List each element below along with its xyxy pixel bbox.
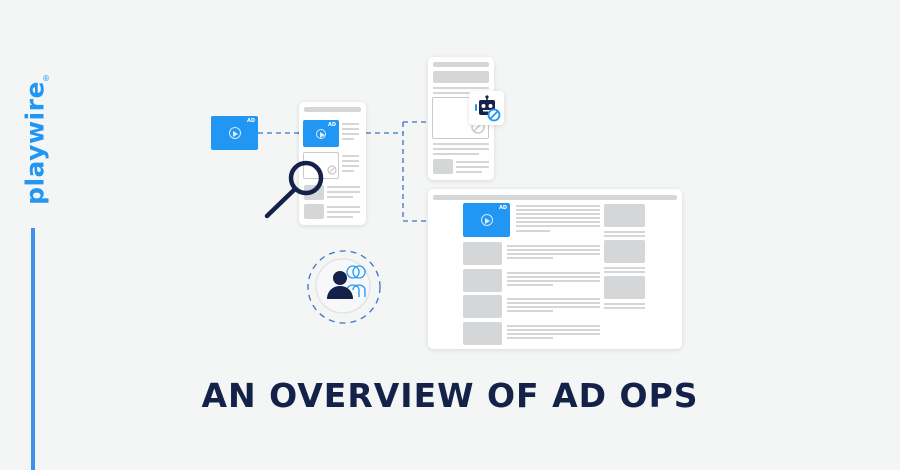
ad-label: AD bbox=[498, 205, 507, 211]
users-icon bbox=[307, 250, 381, 324]
ad-label: AD bbox=[327, 122, 336, 128]
play-icon bbox=[316, 128, 326, 139]
brand-divider-line bbox=[31, 228, 35, 470]
magnifier-icon bbox=[264, 160, 324, 219]
browser-bar bbox=[433, 195, 677, 200]
blocked-page-mockup bbox=[428, 57, 494, 180]
source-ad-unit: AD bbox=[211, 116, 258, 150]
blocked-icon bbox=[327, 165, 337, 175]
mobile-ad-unit: AD bbox=[303, 120, 339, 147]
ad-label: AD bbox=[246, 118, 255, 124]
play-icon bbox=[480, 214, 493, 226]
registered-mark: ® bbox=[42, 74, 50, 83]
desktop-ad-unit: AD bbox=[463, 203, 510, 237]
playwire-logo: playwire ® bbox=[18, 68, 52, 218]
desktop-page-mockup: AD bbox=[428, 189, 682, 349]
page-headline: AN OVERVIEW OF AD OPS bbox=[201, 376, 699, 415]
bot-blocked-badge bbox=[469, 91, 504, 125]
play-icon bbox=[228, 127, 241, 139]
robot-icon bbox=[475, 95, 501, 122]
